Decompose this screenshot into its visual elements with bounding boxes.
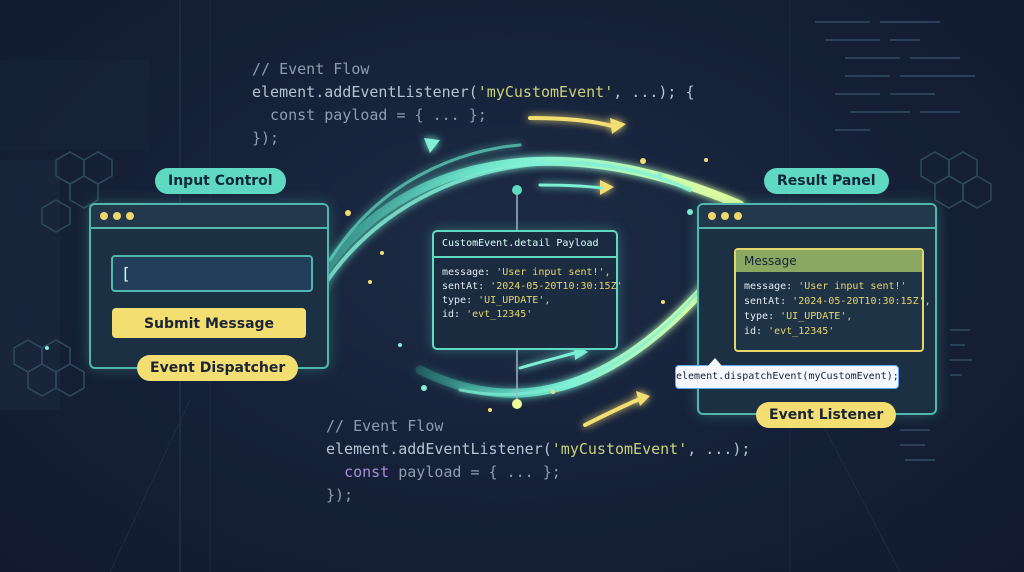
code-string: 'myCustomEvent' bbox=[477, 83, 614, 101]
window-titlebar bbox=[699, 205, 935, 229]
event-dispatcher-label: Event Dispatcher bbox=[137, 355, 299, 381]
payload-value: '2024-05-20T10:30:15Z' bbox=[490, 281, 623, 292]
payload-key: id: bbox=[442, 309, 467, 320]
message-value: '2024-05-20T10:30:15Z', bbox=[792, 296, 931, 307]
window-dot bbox=[113, 212, 121, 220]
window-titlebar bbox=[91, 205, 327, 229]
message-key: type: bbox=[744, 311, 781, 322]
payload-value: 'evt_12345' bbox=[466, 309, 533, 320]
code-call: element.addEventListener( bbox=[326, 440, 552, 458]
input-control-window: [ Submit Message bbox=[89, 203, 329, 369]
payload-panel: CustomEvent.detail Payload message: 'Use… bbox=[432, 230, 623, 350]
submit-message-button[interactable]: Submit Message bbox=[112, 308, 306, 338]
payload-title: CustomEvent.detail Payload bbox=[434, 232, 616, 258]
code-snippet-bottom: // Event Flow element.addEventListener('… bbox=[326, 415, 750, 507]
message-input[interactable]: [ bbox=[111, 255, 313, 292]
code-closing-line: }); bbox=[252, 129, 280, 147]
payload-value: 'User input sent!', bbox=[496, 267, 611, 278]
window-dot bbox=[126, 212, 134, 220]
event-flow-arrows bbox=[295, 116, 745, 427]
payload-key: message: bbox=[442, 267, 497, 278]
background-panels bbox=[0, 0, 901, 572]
code-payload-line: const payload = { ... }; bbox=[252, 106, 487, 124]
code-closing-line: }); bbox=[326, 486, 354, 504]
payload-key: type: bbox=[442, 295, 479, 306]
message-value: 'evt_12345' bbox=[768, 326, 835, 337]
message-card: Message message: 'User input sent!' sent… bbox=[734, 248, 931, 352]
payload-body: message: 'User input sent!', sentAt: '20… bbox=[434, 258, 623, 322]
message-value: 'User input sent!' bbox=[798, 281, 907, 292]
window-dot bbox=[100, 212, 108, 220]
message-value: 'UI_UPDATE', bbox=[780, 311, 853, 322]
code-comment: // Event Flow bbox=[326, 417, 444, 435]
code-string: 'myCustomEvent' bbox=[551, 440, 688, 458]
window-dot bbox=[721, 212, 729, 220]
code-call: element.addEventListener( bbox=[252, 83, 478, 101]
code-snippet-top: // Event Flow element.addEventListener('… bbox=[252, 58, 695, 150]
message-card-body: message: 'User input sent!' sentAt: '202… bbox=[736, 272, 931, 339]
code-call-end: , ...); bbox=[687, 440, 751, 458]
code-call-end: , ...); { bbox=[613, 83, 695, 101]
message-card-title: Message bbox=[736, 250, 922, 272]
code-payload-line: payload = { ... }; bbox=[389, 463, 561, 481]
payload-value: 'UI_UPDATE', bbox=[478, 295, 551, 306]
message-key: message: bbox=[744, 281, 799, 292]
hexagon-pattern-right bbox=[920, 151, 992, 209]
event-listener-label: Event Listener bbox=[756, 402, 897, 428]
background-code-lines bbox=[815, 21, 975, 461]
window-dot bbox=[708, 212, 716, 220]
input-control-label: Input Control bbox=[155, 168, 286, 194]
window-dot bbox=[734, 212, 742, 220]
message-key: sentAt: bbox=[744, 296, 793, 307]
dispatch-event-callout: element.dispatchEvent(myCustomEvent); bbox=[675, 358, 899, 389]
message-key: id: bbox=[744, 326, 769, 337]
code-keyword: const bbox=[344, 463, 390, 481]
result-panel-label: Result Panel bbox=[764, 168, 889, 194]
payload-key: sentAt: bbox=[442, 281, 491, 292]
hexagon-pattern-left bbox=[13, 151, 113, 397]
code-comment: // Event Flow bbox=[252, 60, 370, 78]
